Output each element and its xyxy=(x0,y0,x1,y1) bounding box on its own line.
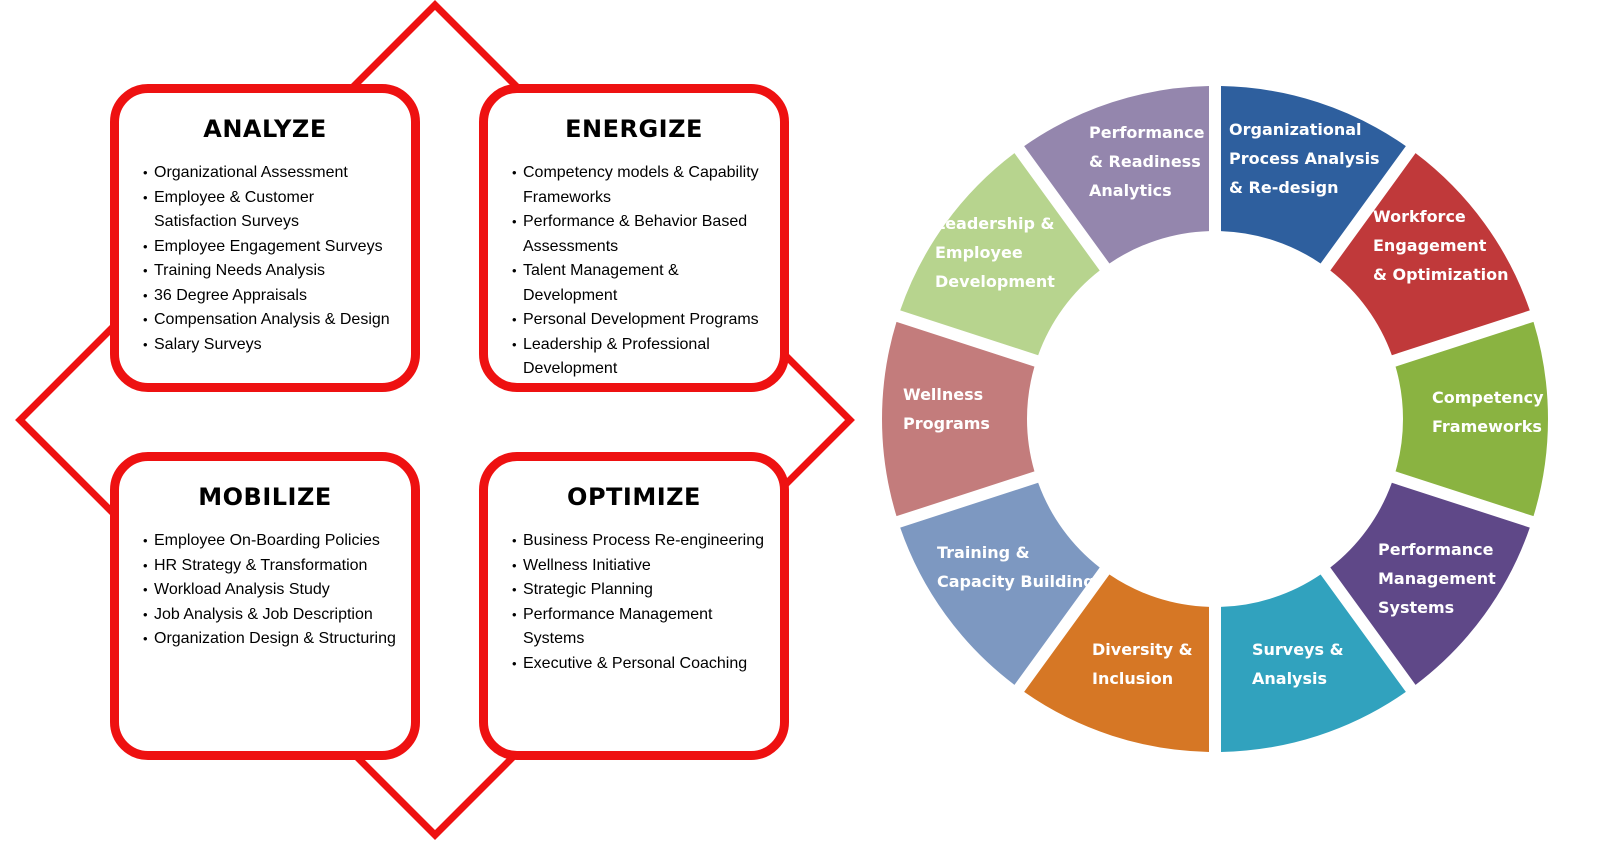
wheel-segment xyxy=(1330,482,1530,685)
wheel-segment xyxy=(900,153,1100,356)
bullet-item: Compensation Analysis & Design xyxy=(143,308,401,333)
wheel-segment-label: Training &Capacity Building xyxy=(937,543,1095,591)
wheel-segment xyxy=(1221,86,1406,264)
bullet-item: Personal Development Programs xyxy=(512,308,770,333)
quadrant-list: Competency models & Capability Framework… xyxy=(488,161,780,382)
bullet-item: Organizational Assessment xyxy=(143,161,401,186)
wheel-segment-label: Surveys &Analysis xyxy=(1252,640,1344,688)
quadrant-title: ANALYZE xyxy=(203,115,327,143)
bullet-item: Employee On-Boarding Policies xyxy=(143,529,401,554)
quadrant-energize: ENERGIZE Competency models & Capability … xyxy=(479,84,789,392)
wheel-segment xyxy=(882,321,1035,517)
wheel-segment xyxy=(1330,153,1530,356)
bullet-item: Salary Surveys xyxy=(143,333,401,358)
quadrant-list: Organizational AssessmentEmployee & Cust… xyxy=(119,161,411,357)
bullet-item: Leadership & Professional Development xyxy=(512,333,770,382)
quadrant-title: ENERGIZE xyxy=(565,115,703,143)
quadrant-analyze: ANALYZE Organizational AssessmentEmploye… xyxy=(110,84,420,392)
bullet-item: Business Process Re-engineering xyxy=(512,529,770,554)
bullet-item: Organization Design & Structuring xyxy=(143,627,401,652)
quadrant-title: MOBILIZE xyxy=(198,483,332,511)
bullet-item: Job Analysis & Job Description xyxy=(143,603,401,628)
bullet-item: Competency models & Capability Framework… xyxy=(512,161,770,210)
quadrant-list: Employee On-Boarding PoliciesHR Strategy… xyxy=(119,529,411,652)
wheel-segment xyxy=(1395,321,1548,517)
bullet-item: Performance Management Systems xyxy=(512,603,770,652)
quadrant-list: Business Process Re-engineeringWellness … xyxy=(488,529,780,676)
bullet-item: Strategic Planning xyxy=(512,578,770,603)
bullet-item: Training Needs Analysis xyxy=(143,259,401,284)
quadrant-title: OPTIMIZE xyxy=(567,483,701,511)
wheel-segment-label: Diversity &Inclusion xyxy=(1092,640,1193,688)
bullet-item: Workload Analysis Study xyxy=(143,578,401,603)
quadrant-mobilize: MOBILIZE Employee On-Boarding PoliciesHR… xyxy=(110,452,420,760)
quadrant-optimize: OPTIMIZE Business Process Re-engineering… xyxy=(479,452,789,760)
wheel-segment xyxy=(1024,86,1209,264)
bullet-item: Executive & Personal Coaching xyxy=(512,652,770,677)
bullet-item: HR Strategy & Transformation xyxy=(143,554,401,579)
bullet-item: 36 Degree Appraisals xyxy=(143,284,401,309)
bullet-item: Performance & Behavior Based Assessments xyxy=(512,210,770,259)
bullet-item: Talent Management & Development xyxy=(512,259,770,308)
wheel-segment xyxy=(900,482,1100,685)
bullet-item: Employee Engagement Surveys xyxy=(143,235,401,260)
bullet-item: Employee & Customer Satisfaction Surveys xyxy=(143,186,401,235)
wheel-segment xyxy=(1024,574,1209,752)
wheel-segment xyxy=(1221,574,1406,752)
bullet-item: Wellness Initiative xyxy=(512,554,770,579)
